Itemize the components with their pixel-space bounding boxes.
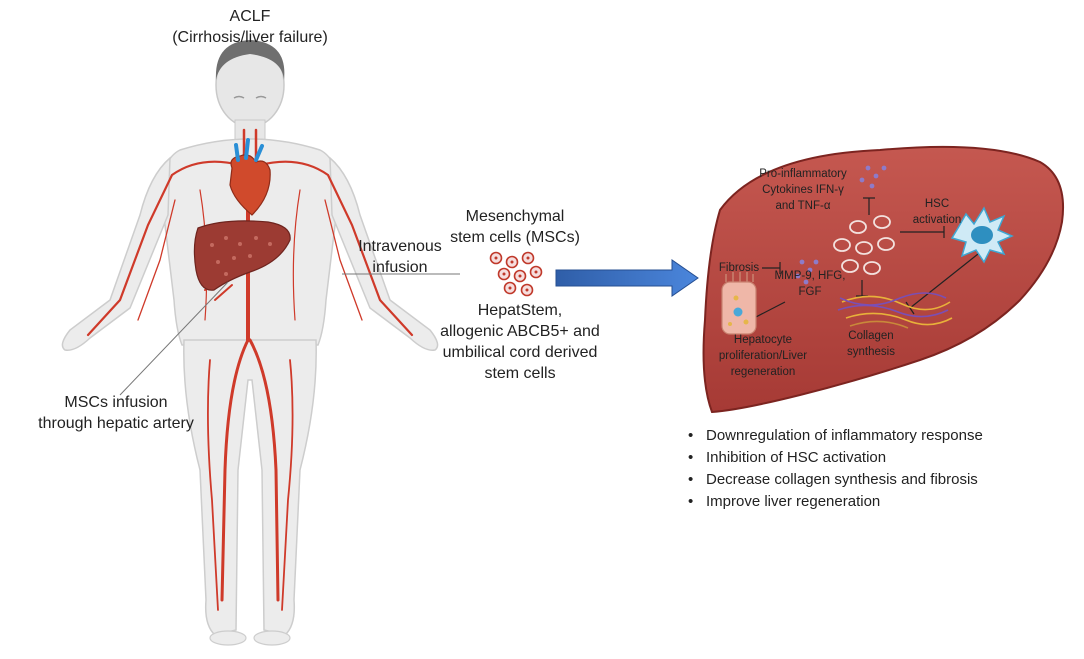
- hepatocyte-line1: Hepatocyte: [733, 334, 793, 346]
- liver-illustration: [702, 145, 1064, 414]
- collagen-synthesis-label: Collagen synthesis: [836, 328, 906, 360]
- outcomes-list: Downregulation of inflammatory response …: [688, 425, 983, 513]
- growth-factors-label: MMP-9, HFG, FGF: [770, 268, 850, 300]
- msc-label: Mesenchymal stem cells (MSCs): [440, 206, 590, 248]
- hsc-activation-label: HSC activation: [902, 196, 972, 228]
- outcome-item: Improve liver regeneration: [688, 491, 983, 513]
- hepatic-pointer-line: [119, 281, 229, 396]
- hepatic-infusion-label: MSCs infusion through hepatic artery: [16, 392, 216, 434]
- outcome-item: Decrease collagen synthesis and fibrosis: [688, 469, 983, 491]
- collagen-line2: synthesis: [847, 346, 895, 358]
- condition-title: ACLF: [229, 8, 271, 25]
- msc-types-line2: allogenic ABCB5+ and: [440, 323, 600, 340]
- heart-icon: [229, 138, 271, 216]
- factors-line1: MMP-9, HFG,: [774, 270, 846, 282]
- hepatic-infusion-line1: MSCs infusion: [64, 394, 168, 411]
- hsc-line2: activation: [912, 214, 962, 226]
- outcome-item: Downregulation of inflammatory response: [688, 425, 983, 447]
- msc-types-label: HepatStem, allogenic ABCB5+ and umbilica…: [420, 300, 620, 384]
- msc-types-line3: umbilical cord derived: [442, 344, 598, 361]
- msc-types-line1: HepatStem,: [477, 302, 563, 319]
- iv-infusion-label: Intravenous infusion: [340, 236, 460, 278]
- msc-label-line1: Mesenchymal: [465, 208, 565, 225]
- msc-types-line4: stem cells: [484, 365, 556, 382]
- msc-cluster-icon: [489, 251, 543, 297]
- cytokines-line3: and TNF-α: [775, 200, 831, 212]
- hepatocyte-line3: regeneration: [730, 366, 796, 378]
- hepatocyte-icon: [721, 272, 757, 335]
- msc-label-line2: stem cells (MSCs): [450, 229, 580, 246]
- iv-infusion-line2: infusion: [372, 259, 428, 276]
- condition-subtitle: (Cirrhosis/liver failure): [172, 29, 328, 46]
- iv-infusion-line1: Intravenous: [358, 238, 442, 255]
- hepatic-infusion-line2: through hepatic artery: [38, 415, 194, 432]
- collagen-line1: Collagen: [848, 330, 894, 342]
- cytokines-line1: Pro-inflammatory: [759, 168, 847, 180]
- transfer-arrow: [555, 259, 699, 297]
- hsc-line1: HSC: [924, 198, 950, 210]
- fibrosis-text: Fibrosis: [718, 262, 760, 274]
- hsc-cell-icon: [950, 206, 1014, 264]
- hepatocyte-line2: proliferation/Liver: [718, 350, 808, 362]
- collagen-fibers: [837, 292, 953, 329]
- fibrosis-label: Fibrosis: [714, 260, 764, 276]
- hepatocyte-label: Hepatocyte proliferation/Liver regenerat…: [708, 332, 818, 380]
- cytokine-dots: [795, 165, 887, 285]
- cytokines-label: Pro-inflammatory Cytokines IFN-γ and TNF…: [748, 166, 858, 214]
- condition-label: ACLF (Cirrhosis/liver failure): [150, 6, 350, 48]
- cytokines-line2: Cytokines IFN-γ: [762, 184, 844, 196]
- liver-msc-cells: [833, 215, 895, 275]
- outcome-item: Inhibition of HSC activation: [688, 447, 983, 469]
- liver-in-body-icon: [193, 220, 291, 291]
- factors-line2: FGF: [798, 286, 822, 298]
